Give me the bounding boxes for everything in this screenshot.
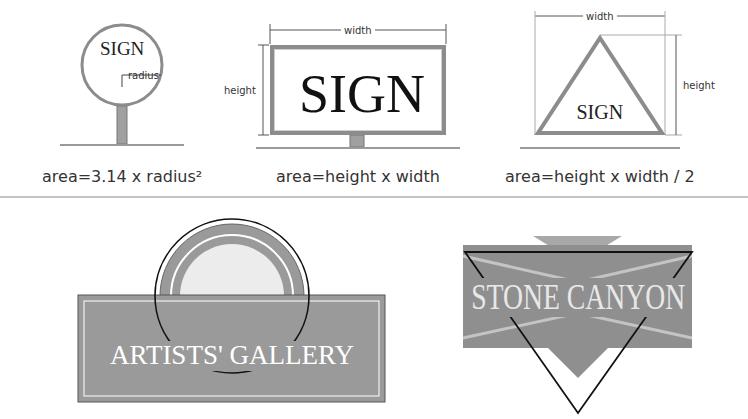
area-formula: area=height x width / 2 xyxy=(505,168,695,186)
sign-post xyxy=(350,135,364,147)
ground-line xyxy=(60,144,184,146)
triangle-outline xyxy=(538,38,662,133)
extension-line xyxy=(665,11,666,135)
sign-outline xyxy=(80,23,164,107)
extension-line xyxy=(665,135,682,136)
area-formula: area=3.14 x radius² xyxy=(42,168,202,186)
panel-trim xyxy=(84,301,379,396)
arch-window xyxy=(180,244,284,296)
triangle-sign: SIGN xyxy=(535,35,665,135)
dimension-label: width xyxy=(583,11,617,22)
panel-stripe xyxy=(463,313,692,338)
sign-text: ARTISTS' GALLERY xyxy=(108,341,356,371)
sign-text: SIGN xyxy=(577,101,624,123)
ground-line xyxy=(256,147,460,149)
sign-post xyxy=(117,106,127,144)
gallery-sign: ARTISTS' GALLERY xyxy=(78,295,385,402)
sign-panel xyxy=(78,295,385,402)
extension-line xyxy=(258,45,269,46)
sign-text: radius xyxy=(128,70,159,81)
sign-text: SIGN xyxy=(100,39,144,60)
area-formula: area=height x width xyxy=(276,168,440,186)
triangle-overlay xyxy=(465,252,692,413)
rectangle-sign: SIGN xyxy=(270,45,446,135)
dimension-line xyxy=(263,45,264,135)
separator-line xyxy=(0,196,748,198)
circle-sign: SIGN radius xyxy=(80,23,164,107)
dimension-label: width xyxy=(341,25,375,36)
sign-panel xyxy=(463,245,692,348)
ground-line xyxy=(520,147,680,149)
extension-line xyxy=(535,11,536,135)
sign-text: STONE CANYON xyxy=(470,278,687,317)
sign-text: SIGN xyxy=(299,65,425,124)
extension-line xyxy=(258,135,269,136)
extension-line xyxy=(446,24,447,44)
sign-wedge xyxy=(548,348,608,378)
dimension-label: height xyxy=(680,80,718,91)
extension-line xyxy=(270,24,271,44)
canyon-sign: STONE CANYON xyxy=(463,245,692,348)
arch-trim xyxy=(171,235,293,296)
circle-outline xyxy=(82,25,162,105)
extension-line xyxy=(600,35,682,36)
sign-arch xyxy=(160,224,304,296)
dimension-label: height xyxy=(221,85,259,96)
dimension-line xyxy=(676,35,677,135)
